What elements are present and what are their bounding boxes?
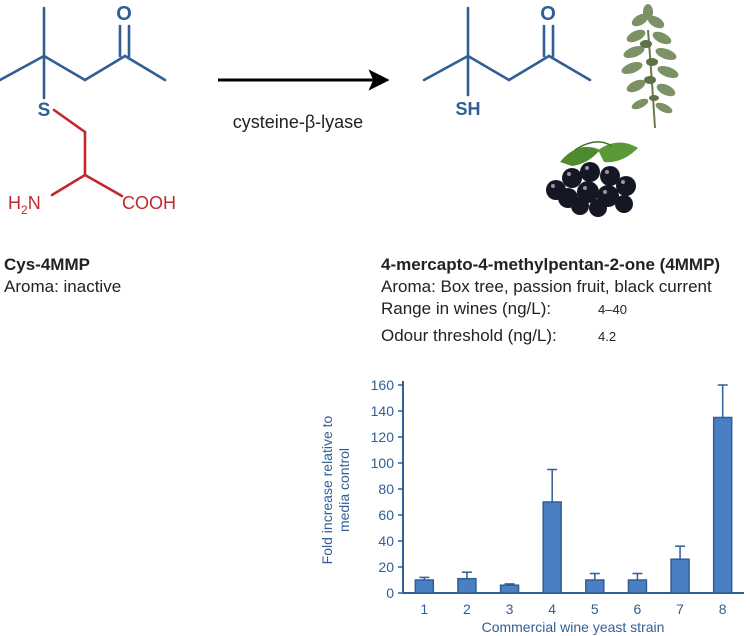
4mmp-structure: O SH: [422, 3, 592, 119]
x-tick-label: 1: [420, 601, 428, 617]
bar-strain-5: [585, 579, 605, 594]
x-tick-label: 8: [719, 601, 727, 617]
right-aroma-text: Aroma: Box tree, passion fruit, black cu…: [381, 277, 712, 296]
bar-strain-8: [712, 416, 733, 594]
range-label: Range in wines (ng/L):: [381, 299, 551, 318]
y-tick-label: 80: [378, 481, 394, 497]
left-aroma-text: Aroma: inactive: [4, 277, 121, 296]
y-tick-label: 100: [371, 455, 395, 471]
left-sulfur-atom: S: [38, 100, 51, 121]
bar-strain-7: [670, 558, 690, 594]
range-value: 4–40: [598, 302, 627, 317]
cys-4mmp-structure: O S H2N COOH: [0, 3, 176, 217]
x-tick-label: 3: [506, 601, 514, 617]
x-tick-label: 6: [634, 601, 642, 617]
reaction-arrow: [218, 69, 390, 91]
y-tick-label: 120: [371, 429, 395, 445]
left-carbon-skeleton: [0, 6, 167, 100]
x-axis-title: Commercial wine yeast strain: [482, 619, 665, 635]
bar-strain-1: [414, 579, 435, 594]
threshold-label: Odour threshold (ng/L):: [381, 326, 557, 345]
fold-increase-bar-chart: 0 20 40 60 80 100 120 140 160 1 2 3 4 5 6 7 8 Fold incre…: [319, 377, 744, 635]
x-tick-label: 4: [548, 601, 556, 617]
x-tick-label: 5: [591, 601, 599, 617]
enzyme-label: cysteine-β-lyase: [233, 112, 363, 132]
right-carbonyl-oxygen: O: [540, 3, 556, 25]
threshold-value: 4.2: [598, 329, 616, 344]
x-tick-label: 7: [676, 601, 684, 617]
right-compound-name: 4-mercapto-4-methylpentan-2-one (4MMP): [381, 255, 720, 274]
bar-strain-2: [457, 577, 477, 594]
box-tree-sprig-icon: [621, 4, 679, 129]
blackcurrant-berries-icon: [546, 141, 638, 217]
amine-group: H2N: [8, 193, 41, 217]
y-axis-title-line-1: Fold increase relative to: [319, 415, 335, 564]
left-carbonyl-oxygen: O: [116, 3, 132, 25]
bar-strain-6: [627, 579, 648, 594]
y-tick-label: 140: [371, 403, 395, 419]
bar-strain-4: [542, 501, 562, 594]
bar-strain-3: [499, 584, 520, 594]
y-tick-label: 40: [378, 533, 394, 549]
cysteine-bonds: [50, 108, 124, 198]
y-axis-title-line-2: media control: [336, 448, 352, 532]
x-tick-label: 2: [463, 601, 471, 617]
left-compound-name: Cys-4MMP: [4, 255, 90, 274]
y-tick-label: 160: [371, 377, 395, 393]
thiol-group: SH: [455, 99, 480, 119]
right-carbon-skeleton: [422, 6, 592, 97]
y-tick-label: 60: [378, 507, 394, 523]
y-tick-label: 20: [378, 559, 394, 575]
carboxyl-group: COOH: [122, 193, 176, 213]
y-tick-label: 0: [386, 585, 394, 601]
